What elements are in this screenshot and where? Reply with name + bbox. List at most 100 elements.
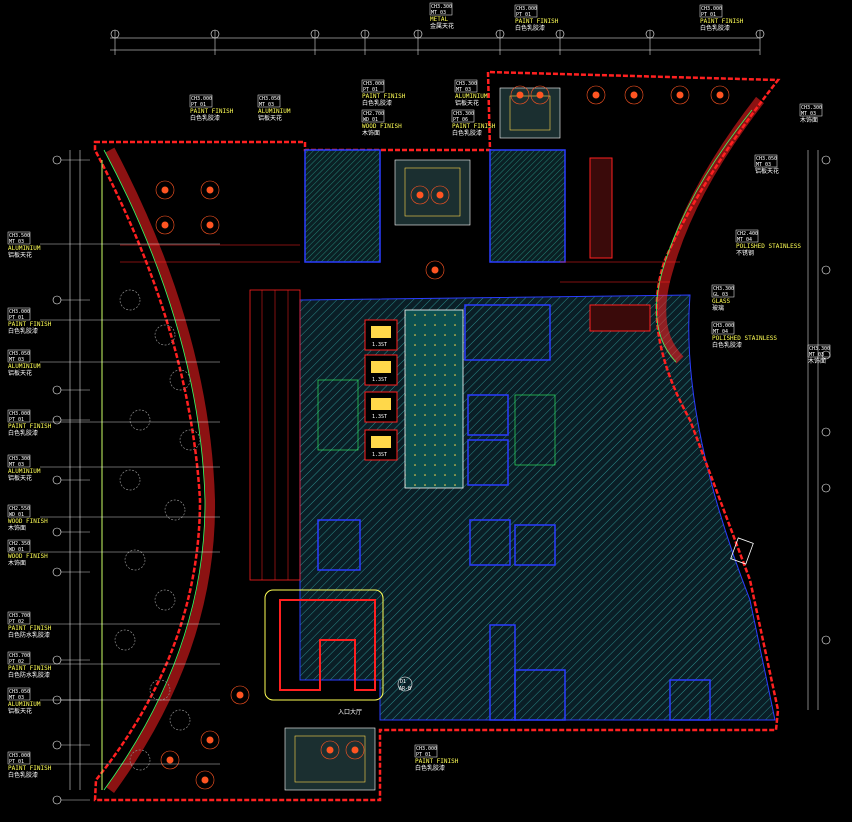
callout-code: CH3.300 — [809, 346, 830, 352]
callout-code: CH3.050 — [9, 351, 30, 357]
grid-bubble — [52, 295, 62, 305]
elevator-car: 1.3ST — [364, 354, 398, 386]
callout-material: WD 01 — [363, 117, 378, 123]
callout-code: CH3.000 — [363, 81, 384, 87]
callout-finish: ALUMINIUM — [8, 701, 41, 708]
callout-finish-cn: 木饰面 — [8, 524, 26, 532]
callout-code: CH3.000 — [191, 96, 212, 102]
callout-finish: PAINT FINISH — [8, 423, 52, 430]
light-fixture — [670, 85, 690, 105]
callout-material: GL 03 — [713, 292, 728, 298]
callout-finish-cn: 铝板天花 — [8, 707, 32, 715]
left-grid-bubbles — [52, 155, 90, 805]
grid-bubble — [52, 655, 62, 665]
callout-finish-cn: 铝板天花 — [8, 474, 32, 482]
entrance-door-marker — [730, 537, 754, 565]
light-fixture — [230, 685, 250, 705]
light-fixture — [710, 85, 730, 105]
service-block-a — [589, 157, 613, 259]
central-atrium — [404, 309, 464, 489]
callout-finish-cn: 铝板天花 — [8, 251, 32, 259]
grid-bubble — [310, 29, 320, 39]
callout-code: CH3.000 — [9, 753, 30, 759]
tree-symbol — [169, 709, 191, 731]
callout-code: CH2.550 — [9, 506, 30, 512]
callout-finish: POLISHED STAINLESS — [736, 243, 801, 250]
callout-finish-cn: 木饰面 — [362, 129, 380, 137]
callout-material: PT 01 — [516, 12, 531, 18]
callout-finish-cn: 木饰面 — [808, 357, 826, 365]
callout-code: CH3.000 — [516, 6, 537, 12]
room-tag-d1: D1 AR-B — [397, 676, 413, 692]
callout-finish: WOOD FINISH — [362, 123, 402, 130]
callout-material: MT 04 — [737, 237, 752, 243]
grid-bubble — [52, 527, 62, 537]
callout-code: CH3.700 — [9, 653, 30, 659]
callout-finish-cn: 金属天花 — [430, 22, 454, 30]
tree-symbol — [179, 429, 201, 451]
callout-finish: PAINT FINISH — [452, 123, 496, 130]
tree-symbol — [119, 469, 141, 491]
right-dimension-chain — [807, 150, 819, 710]
grid-bubble — [52, 415, 62, 425]
callout-finish-cn: 白色乳胶漆 — [515, 24, 545, 32]
grid-bubble — [821, 635, 831, 645]
callout-material: MT 03 — [801, 111, 816, 117]
left-dimension-chain — [69, 150, 81, 790]
elevator-label: 1.3ST — [372, 377, 387, 383]
callout-finish-cn: 木饰面 — [8, 559, 26, 567]
callout-material: WD 01 — [9, 512, 24, 518]
light-fixture — [200, 730, 220, 750]
interior-partitions — [317, 304, 711, 721]
callout-finish: ALUMINIUM — [8, 245, 41, 252]
light-fixture — [510, 85, 530, 105]
grid-bubble — [821, 265, 831, 275]
light-fixture — [320, 740, 340, 760]
left-curtain-wall — [105, 147, 216, 793]
callout-finish: ALUMINIUM — [455, 93, 488, 100]
grid-bubble — [360, 29, 370, 39]
callout-material: PT 01 — [9, 417, 24, 423]
callout-finish-cn: 白色乳胶漆 — [700, 24, 730, 32]
tree-symbol — [154, 324, 176, 346]
callout-finish: POLISHED STAINLESS — [712, 335, 777, 342]
callout-material: MT 03 — [9, 695, 24, 701]
room-upper-right — [489, 149, 566, 263]
grid-bubble — [52, 475, 62, 485]
light-fixture — [155, 215, 175, 235]
callout-code: CH3.000 — [416, 746, 437, 752]
callout-material: PT 06 — [453, 117, 468, 123]
callout-code: CH3.300 — [456, 81, 477, 87]
light-fixture — [410, 185, 430, 205]
callout-material: PT 01 — [191, 102, 206, 108]
stair-left — [317, 379, 359, 451]
elevator-label: 1.3ST — [372, 414, 387, 420]
callout-material: PT 01 — [416, 752, 431, 758]
callout-material: PT 01 — [9, 315, 24, 321]
callout-finish: WOOD FINISH — [8, 553, 48, 560]
callout-finish: METAL — [430, 16, 448, 23]
grid-bubble — [52, 385, 62, 395]
callout-material: MT 03 — [259, 102, 274, 108]
callout-material: PT 01 — [701, 12, 716, 18]
room-tag-sheet: AR-B — [399, 686, 411, 692]
light-fixture — [195, 770, 215, 790]
tree-symbol — [124, 549, 146, 571]
callout-finish: PAINT FINISH — [8, 765, 52, 772]
callout-code: CH3.500 — [9, 233, 30, 239]
callout-finish: PAINT FINISH — [8, 321, 52, 328]
toilet-walls — [279, 599, 376, 691]
callout-material: PT 01 — [9, 759, 24, 765]
